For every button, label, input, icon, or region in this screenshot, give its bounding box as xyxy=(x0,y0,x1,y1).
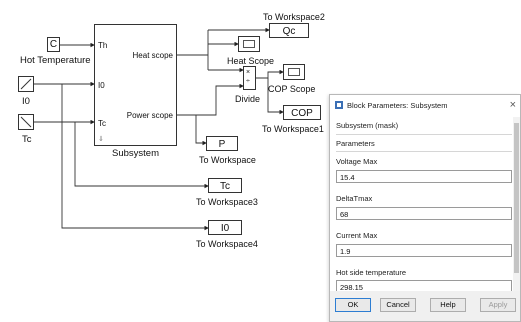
ok-button[interactable]: OK xyxy=(335,298,371,312)
port-power-label: Power scope xyxy=(126,111,173,120)
signal-line-i0-branch xyxy=(61,84,209,231)
signal-line-tc-branch xyxy=(74,122,209,189)
dialog-button-bar: OK Cancel Help Apply xyxy=(330,291,520,321)
divide-block[interactable]: ×÷ xyxy=(243,66,256,90)
tc-label: Tc xyxy=(22,134,32,145)
to-workspace1-block[interactable]: COP xyxy=(283,105,321,120)
divider xyxy=(336,151,512,152)
to-workspace3-var: Tc xyxy=(220,181,230,192)
to-workspace-var: P xyxy=(218,139,226,150)
param-field-deltatmax[interactable]: 68 xyxy=(336,207,512,220)
ramp-icon xyxy=(20,116,32,128)
port-i0-label: I0 xyxy=(98,81,105,90)
dialog-title: Block Parameters: Subsystem xyxy=(347,101,448,110)
parameters-section-title: Parameters xyxy=(336,139,375,148)
to-workspace3-block[interactable]: Tc xyxy=(208,178,242,193)
param-label-deltatmax: DeltaTmax xyxy=(336,194,373,203)
port-th-label: Th xyxy=(98,41,108,50)
hot-temperature-value: C xyxy=(49,39,58,50)
divide-symbols: ×÷ xyxy=(246,69,251,85)
cop-scope-label: COP Scope xyxy=(268,84,316,94)
hot-temperature-block[interactable]: C xyxy=(47,37,60,52)
help-button[interactable]: Help xyxy=(430,298,466,312)
param-field-current-max[interactable]: 1.9 xyxy=(336,244,512,257)
apply-button[interactable]: Apply xyxy=(480,298,516,312)
close-icon[interactable]: × xyxy=(509,99,516,111)
scope-screen-icon xyxy=(243,40,255,48)
dialog-header: Subsystem (mask) xyxy=(336,121,399,130)
divider xyxy=(336,134,512,135)
dialog-scrollbar[interactable] xyxy=(513,117,520,291)
divide-label: Divide xyxy=(235,94,261,104)
to-workspace2-label: To Workspace2 xyxy=(263,12,325,22)
cancel-button[interactable]: Cancel xyxy=(380,298,416,312)
signal-line-power xyxy=(177,114,207,146)
simulink-block-icon xyxy=(335,101,343,109)
to-workspace2-block[interactable]: Qc xyxy=(269,23,309,38)
scrollbar-thumb[interactable] xyxy=(514,123,519,273)
to-workspace1-label: To Workspace1 xyxy=(262,124,324,134)
to-workspace4-block[interactable]: I0 xyxy=(208,220,242,235)
to-workspace4-label: To Workspace4 xyxy=(196,239,258,249)
param-field-voltage-max[interactable]: 15.4 xyxy=(336,170,512,183)
ramp-icon xyxy=(20,78,32,90)
to-workspace4-var: I0 xyxy=(220,223,230,234)
dialog-title-bar[interactable]: Block Parameters: Subsystem × xyxy=(330,95,520,117)
port-tc-label: Tc xyxy=(98,119,106,128)
param-label-current-max: Current Max xyxy=(336,231,378,240)
tc-ramp-block[interactable] xyxy=(18,114,34,130)
subsystem-block[interactable]: Th I0 Tc Heat scope Power scope ⇓ xyxy=(94,24,177,146)
to-workspace1-var: COP xyxy=(291,108,313,119)
to-workspace2-var: Qc xyxy=(282,26,296,37)
param-label-voltage-max: Voltage Max xyxy=(336,157,378,166)
mask-arrow-icon: ⇓ xyxy=(98,136,104,143)
heat-scope-label: Heat Scope xyxy=(227,56,275,66)
to-workspace3-label: To Workspace3 xyxy=(196,197,258,207)
heat-scope-block[interactable] xyxy=(238,36,260,52)
to-workspace-label: To Workspace xyxy=(199,155,256,165)
scope-screen-icon xyxy=(288,68,300,76)
block-parameters-dialog: Block Parameters: Subsystem × Subsystem … xyxy=(329,94,521,322)
i0-ramp-block[interactable] xyxy=(18,76,34,92)
i0-label: I0 xyxy=(22,96,30,107)
param-label-hot-side-temperature: Hot side temperature xyxy=(336,268,407,277)
subsystem-label: Subsystem xyxy=(112,148,159,159)
port-heat-label: Heat scope xyxy=(132,51,173,60)
to-workspace-block[interactable]: P xyxy=(206,136,238,151)
cop-scope-block[interactable] xyxy=(283,64,305,80)
hot-temperature-label: Hot Temperature xyxy=(20,55,91,66)
